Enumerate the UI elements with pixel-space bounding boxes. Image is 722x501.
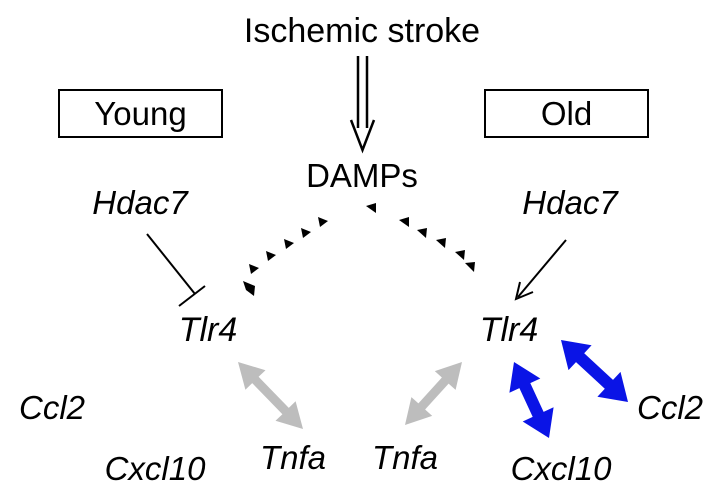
old-tlr4-ccl2-interaction-arrow: [561, 340, 628, 402]
young-tlr4-tnfa-interaction-arrow: [238, 362, 303, 429]
old-hdac7-activates-tlr4: [514, 239, 567, 301]
young-hdac7-inhibits-tlr4: [146, 233, 206, 307]
young-cxcl10-label: Cxcl10: [105, 450, 207, 487]
young-hdac7-label: Hdac7: [92, 184, 189, 221]
old-tlr4-tnfa-interaction-arrow: [405, 362, 462, 425]
damps-to-old-tlr4-dotted-arrow: [366, 203, 475, 272]
old-cxcl10-label: Cxcl10: [511, 450, 613, 487]
young-label: Young: [94, 95, 186, 132]
double-headed-arrow-shape: [509, 362, 554, 438]
damps-to-young-tlr4-dotted-arrow: [243, 217, 328, 296]
old-tlr4-cxcl10-interaction-arrow: [509, 362, 554, 438]
old-tlr4-label: Tlr4: [480, 311, 539, 349]
double-headed-arrow-shape: [238, 362, 303, 429]
young-box: [58, 89, 223, 138]
double-headed-arrow-shape: [561, 340, 628, 402]
old-tnfa-label: Tnfa: [372, 439, 438, 476]
old-box: [484, 89, 649, 138]
ischemic-stroke-label: Ischemic stroke: [244, 12, 480, 50]
young-tnfa-label: Tnfa: [260, 439, 326, 476]
old-hdac7-label: Hdac7: [522, 184, 619, 221]
old-label: Old: [541, 95, 592, 132]
damps-label: DAMPs: [306, 157, 418, 194]
stroke-to-damps-arrow: [349, 56, 376, 154]
young-tlr4-label: Tlr4: [179, 311, 238, 349]
double-headed-arrow-shape: [405, 362, 462, 425]
old-ccl2-label: Ccl2: [637, 389, 703, 426]
young-ccl2-label: Ccl2: [19, 389, 85, 426]
